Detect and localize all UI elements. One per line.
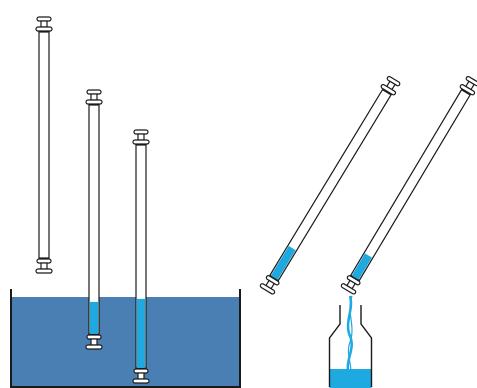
tube-water-fill (137, 298, 145, 368)
tube-cap-top-icon (85, 89, 103, 105)
tube-water-fill (90, 301, 98, 334)
tube-water-fill (270, 245, 296, 280)
tube-cap-bottom-icon (85, 334, 103, 350)
tube-tilted-holding-water (259, 75, 401, 295)
tube-partially-submerged-1 (85, 89, 103, 350)
tube-body (88, 104, 100, 335)
tube-cap-top-icon (459, 75, 477, 96)
stream-path-thin (347, 295, 353, 381)
tube-cap-bottom-icon (340, 275, 361, 295)
tube-cap-top-icon (35, 16, 53, 32)
tube-cap-top-icon (132, 129, 150, 145)
water-stream-icon (346, 295, 353, 381)
basin-water (11, 297, 240, 388)
tube-cap-top-icon (380, 75, 401, 96)
tube-tilted-pouring (340, 75, 477, 295)
tube-empty-upright (35, 16, 53, 274)
tube-partially-submerged-2 (132, 129, 150, 384)
water-basin-icon (10, 289, 241, 388)
tubes-layer (35, 16, 477, 384)
bottle-outline (328, 305, 373, 387)
basin-walls (10, 289, 241, 388)
tube-body (38, 31, 50, 259)
tube-cap-bottom-icon (132, 368, 150, 384)
tube-water-fill (351, 253, 372, 280)
tube-cap-bottom-icon (35, 258, 53, 274)
tube-cap-bottom-icon (259, 275, 280, 295)
